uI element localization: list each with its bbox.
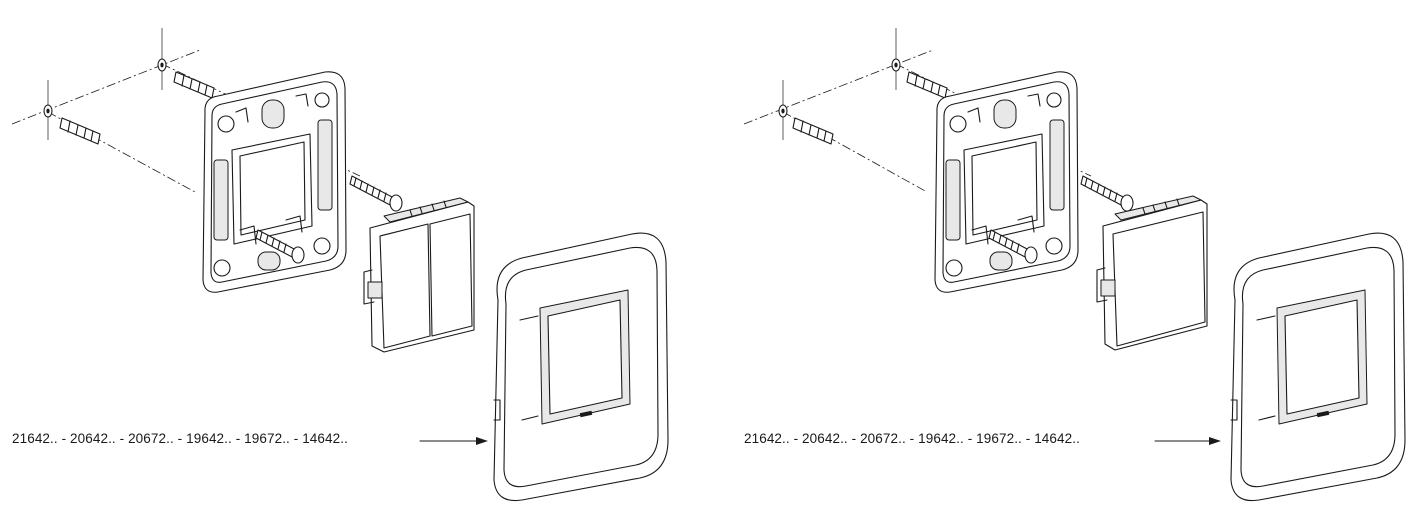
cover-plate xyxy=(1230,232,1406,502)
wall-anchor-top xyxy=(891,58,901,72)
product-codes-label: 21642.. - 20642.. - 20672.. - 19642.. - … xyxy=(12,431,348,446)
wall-plug-icon xyxy=(792,71,948,145)
wall-plug-icon xyxy=(59,71,215,145)
switch-device xyxy=(363,197,475,353)
wall-anchor-left xyxy=(778,104,788,118)
installation-diagram-left: 21642.. - 20642.. - 20672.. - 19642.. - … xyxy=(11,28,669,502)
arrow-icon xyxy=(419,437,488,445)
product-codes-label: 21642.. - 20642.. - 20672.. - 19642.. - … xyxy=(744,431,1080,446)
wall-anchor-left xyxy=(43,104,53,118)
exploded-view-drawing xyxy=(743,28,1406,502)
arrow-icon xyxy=(1154,437,1221,445)
exploded-view-drawing xyxy=(11,28,669,502)
switch-device xyxy=(1096,195,1208,351)
wall-anchor-top xyxy=(157,58,167,72)
screw-icon xyxy=(255,175,403,264)
cover-plate xyxy=(493,232,669,502)
screw-icon xyxy=(988,175,1134,264)
installation-diagram-right: 21642.. - 20642.. - 20672.. - 19642.. - … xyxy=(711,0,1422,532)
mounting-frame xyxy=(934,71,1079,293)
mounting-frame xyxy=(202,71,347,293)
